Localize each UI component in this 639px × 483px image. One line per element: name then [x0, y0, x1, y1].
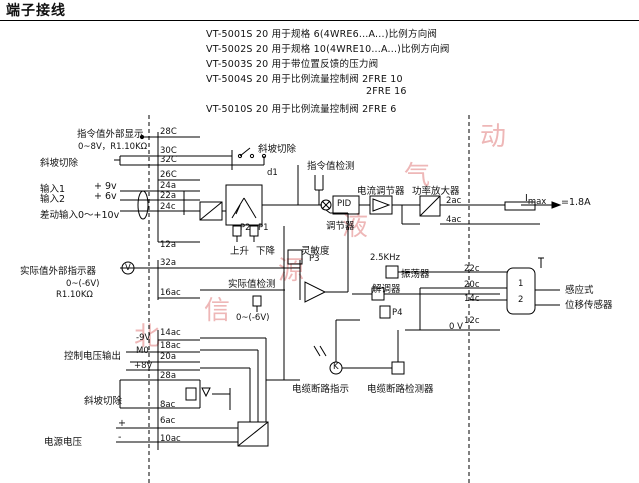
model-line-1: VT-5001S 20 用于规格 6(4WRE6...A...)比例方向阀: [206, 29, 438, 40]
imax-symbol: I: [525, 193, 528, 204]
input1-label: 输入1: [40, 184, 66, 195]
model-line-4: VT-5004S 20 用于比例流量控制阀 2FRE 10: [206, 74, 403, 85]
p1-label: P1: [258, 223, 269, 233]
page-title: 端子接线: [6, 3, 66, 19]
terminal-12c: 12c: [464, 316, 480, 326]
ext-indicator-spec2: R1.10KΩ: [56, 290, 93, 300]
terminal-24c: 24c: [160, 202, 176, 212]
model-line-3: VT-5003S 20 用于带位置反馈的压力阀: [206, 59, 379, 70]
ctrl-volt-out-label: 控制电压输出: [64, 351, 122, 362]
ramp-cut-bottom-label: 斜坡切除: [84, 396, 123, 407]
k-symbol: K: [333, 362, 339, 372]
ext-indicator-label: 实际值外部指示器: [20, 266, 97, 277]
terminal-32a: 32a: [160, 258, 177, 268]
actual-detect-label: 实际值检测: [228, 279, 276, 290]
d1-label: d1: [267, 168, 278, 178]
m0-label: M0: [136, 346, 149, 356]
rise-label: 上升: [230, 246, 250, 257]
cmd-detect-label: 指令值检测: [307, 161, 355, 172]
terminal-12a: 12a: [160, 240, 177, 250]
power-plus-label: +: [118, 418, 126, 429]
imax-label: Imax: [525, 193, 546, 207]
input1-voltage: + 9v: [94, 181, 117, 192]
diff-input-label: 差动输入0～+10v: [40, 210, 120, 221]
cable-break-detector-label: 电缆断路检测器: [367, 384, 434, 395]
actual-range-label: 0~(-6V): [236, 313, 270, 323]
watermark-char: 液: [342, 212, 369, 242]
sensor-pin-1: 1: [518, 279, 524, 289]
sensor-label-1: 感应式: [565, 285, 594, 296]
sensitivity-label: 灵敏度: [301, 246, 330, 257]
p4-label: P4: [392, 308, 403, 318]
model-line-2: VT-5002S 20 用于规格 10(4WRE10...A...)比例方向阀: [206, 44, 450, 55]
terminal-28a: 28a: [160, 371, 177, 381]
terminal-20c: 20c: [464, 280, 480, 290]
terminal-6ac: 6ac: [160, 416, 176, 426]
terminal-30c: 30C: [160, 146, 177, 156]
ext-display-label: 指令值外部显示: [77, 129, 144, 140]
terminal-4ac: 4ac: [446, 215, 462, 225]
watermark-char: 动: [480, 122, 507, 152]
watermark-char: 信: [204, 296, 231, 326]
terminal-10ac: 10ac: [160, 434, 181, 444]
watermark-char: 北: [134, 322, 161, 352]
fall-label: 下降: [256, 246, 276, 257]
ramp-cut-right-label: 斜坡切除: [258, 144, 297, 155]
minus9v-label: -9V: [136, 333, 151, 343]
p3-label: P3: [309, 254, 320, 264]
terminal-14ac: 14ac: [160, 328, 181, 338]
v-meter-label: V: [125, 263, 131, 273]
terminal-2ac: 2ac: [446, 196, 462, 206]
sensor-label-2: 位移传感器: [565, 300, 613, 311]
watermark-char: 气: [404, 161, 431, 191]
freq-label: 2.5KHz: [370, 253, 400, 263]
terminal-8ac: 8ac: [160, 400, 176, 410]
power-minus-label: -: [118, 432, 122, 443]
imax-subscript: max: [527, 196, 547, 207]
sensor-pin-2: 2: [518, 295, 524, 305]
demodulator-label: 解调器: [372, 284, 401, 295]
terminal-24a: 24a: [160, 181, 177, 191]
model-line-5: 2FRE 16: [366, 86, 407, 97]
terminal-26c: 26C: [160, 170, 177, 180]
plus8v-label: +8V: [134, 361, 153, 371]
oscillator-label: 振荡器: [401, 269, 430, 280]
ramp-cut-top-label: 斜坡切除: [40, 158, 79, 169]
model-line-6: VT-5010S 20 用于比例流量控制阀 2FRE 6: [206, 104, 397, 115]
terminal-32c: 32C: [160, 155, 177, 165]
ext-indicator-spec1: 0~(-6V): [66, 279, 100, 289]
current-regulator-label: 电流调节器: [357, 186, 405, 197]
power-amp-label: 功率放大器: [412, 186, 460, 197]
input2-voltage: + 6v: [94, 191, 117, 202]
terminal-22c: 22c: [464, 264, 480, 274]
terminal-16ac: 16ac: [160, 288, 181, 298]
regulator-label: 调节器: [326, 221, 355, 232]
imax-value: =1.8A: [561, 197, 591, 208]
cable-break-indicator-label: 电缆断路指示: [292, 384, 350, 395]
title-divider: [0, 20, 639, 21]
p2-label: P2: [240, 223, 251, 233]
power-voltage-label: 电源电压: [44, 437, 83, 448]
terminal-18ac: 18ac: [160, 341, 181, 351]
zero-volt-label: 0 V: [449, 322, 463, 332]
input2-label: 输入2: [40, 194, 66, 205]
terminal-14c: 14c: [464, 294, 480, 304]
terminal-20a: 20a: [160, 352, 177, 362]
terminal-22a: 22a: [160, 191, 177, 201]
ext-display-spec: 0~8V，R1.10KΩ: [78, 142, 148, 152]
pid-label: PID: [337, 199, 352, 209]
terminal-28c: 28C: [160, 127, 177, 137]
